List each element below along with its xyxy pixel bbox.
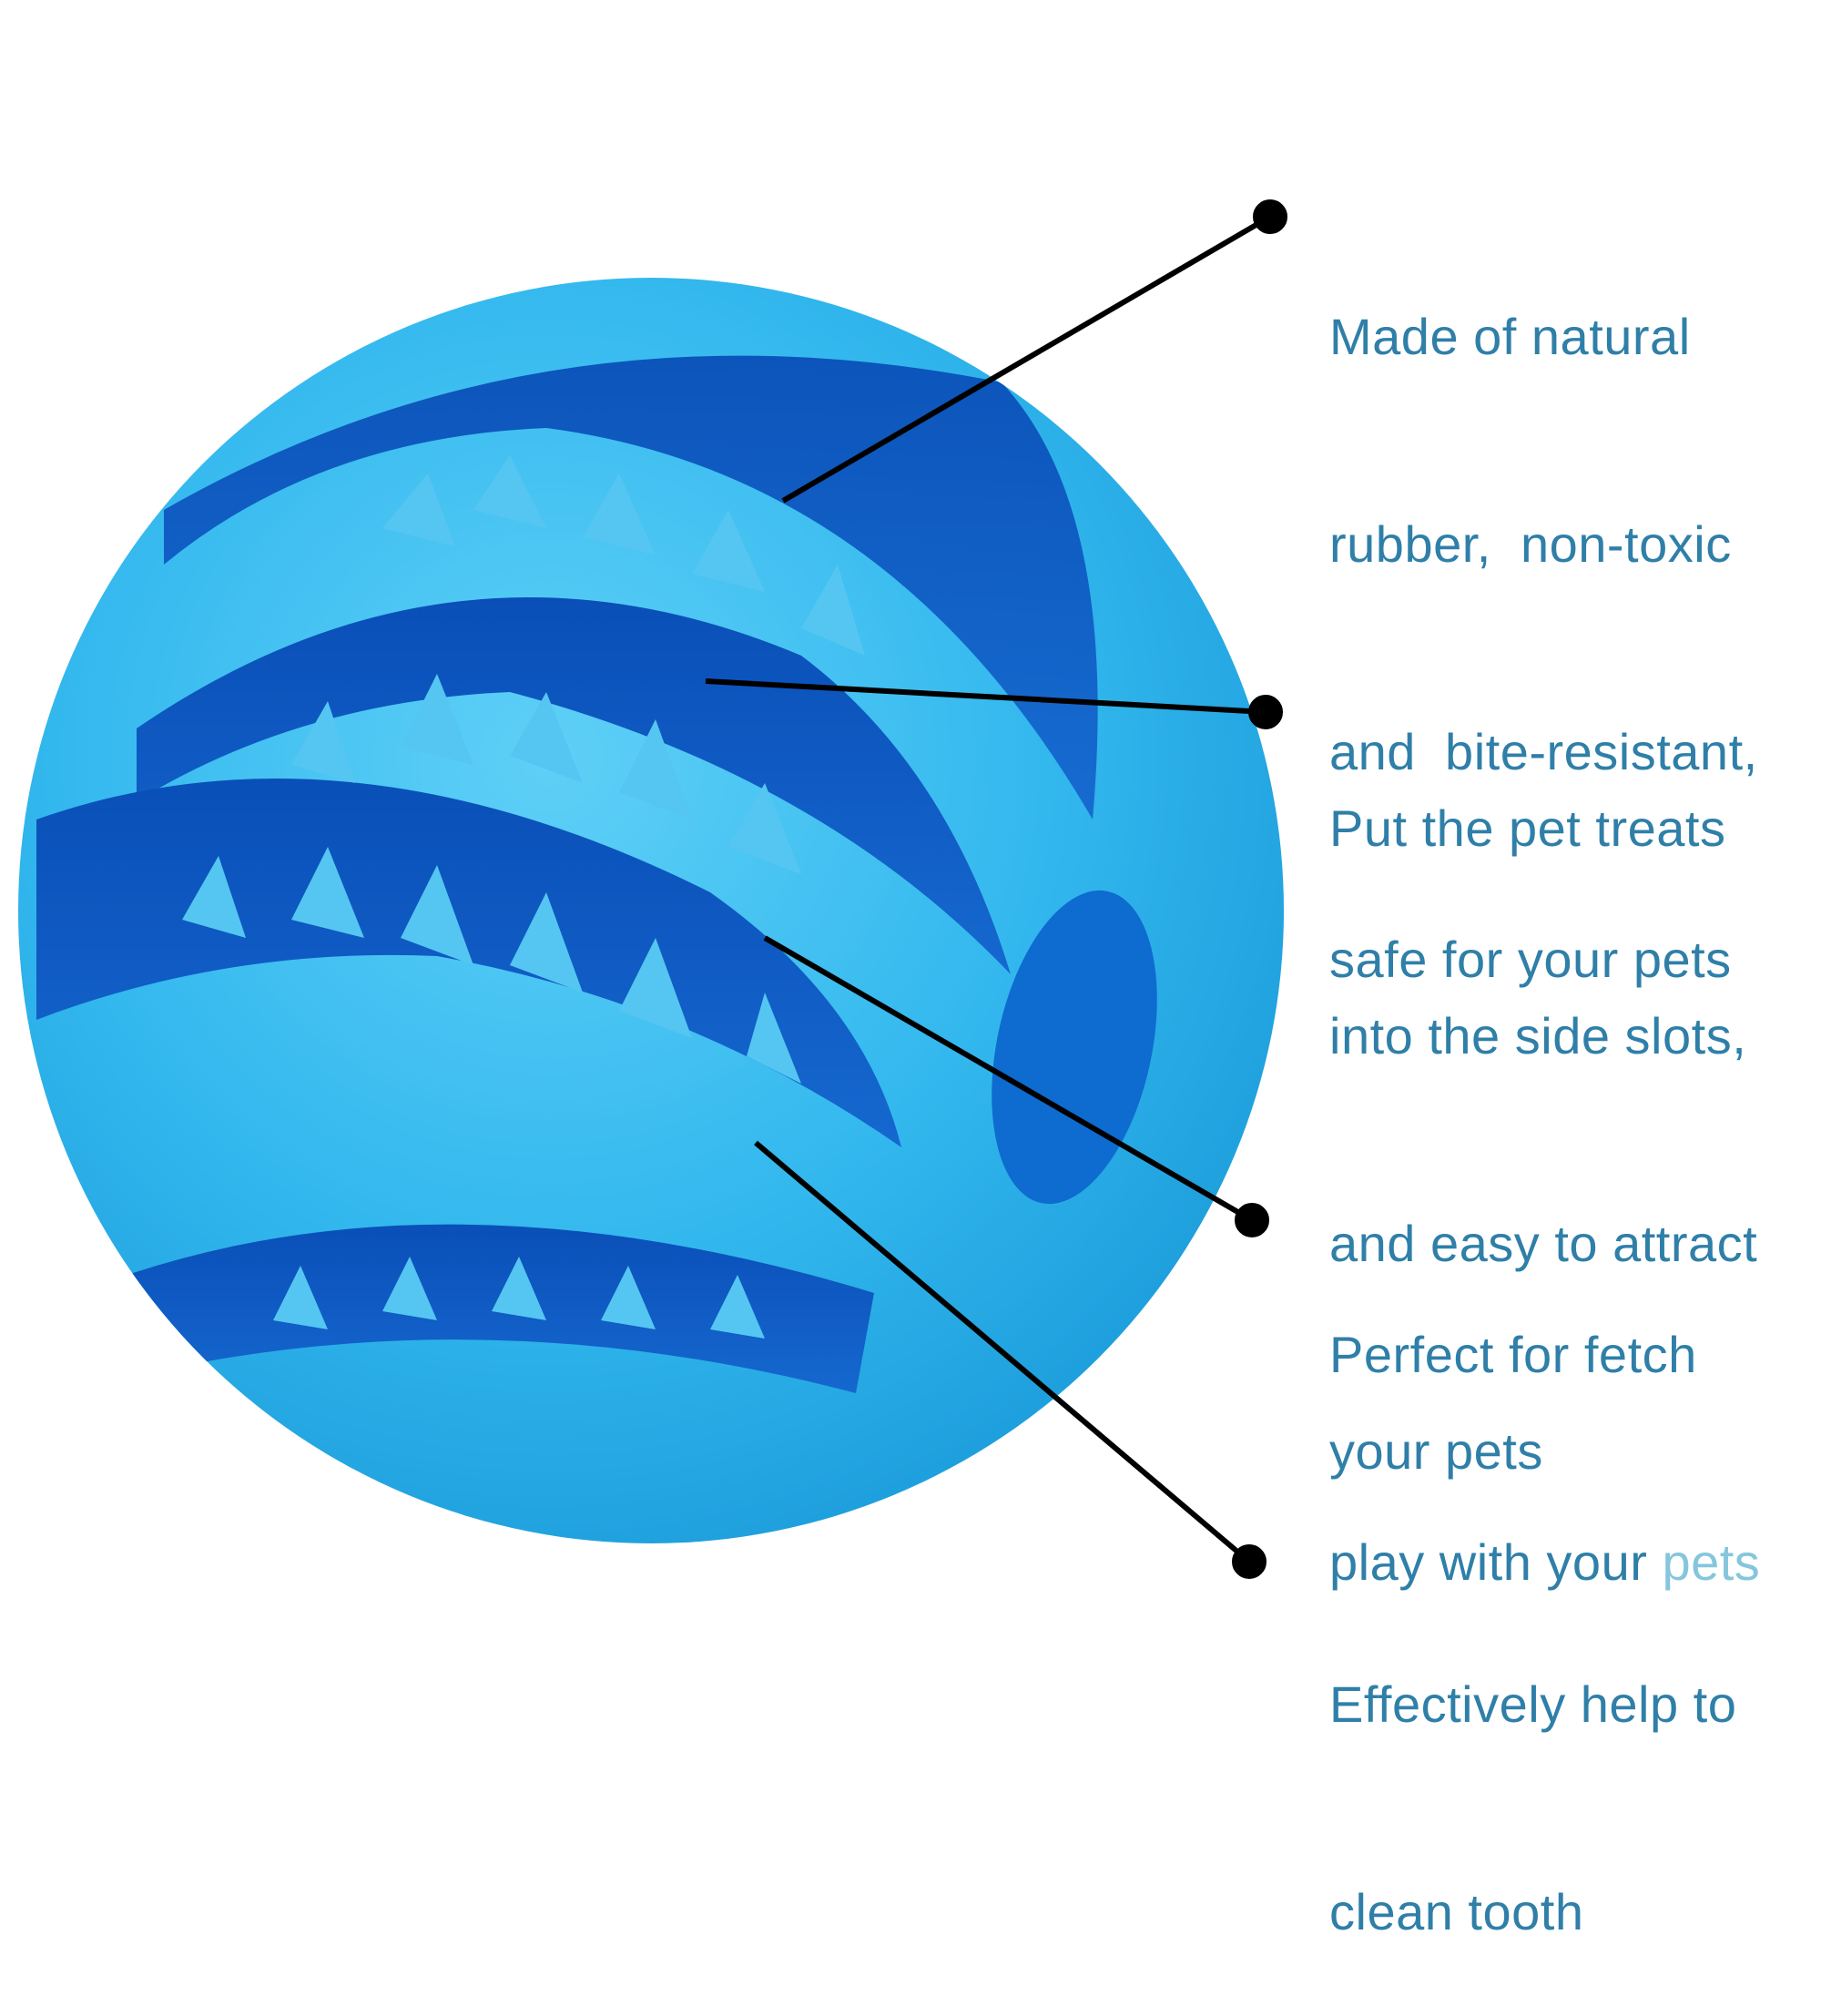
product-image <box>18 199 1287 1579</box>
callout-cleaning-line: clean tooth <box>1329 1883 1584 1940</box>
groove-upper <box>137 597 1011 974</box>
callout-fetch-line: Perfect for fetch <box>1329 1326 1697 1383</box>
callout-line-fetch <box>763 935 1254 1223</box>
callout-treats-line: and easy to attract <box>1329 1215 1758 1272</box>
callout-material-line: Made of natural <box>1329 308 1691 365</box>
callout-lines <box>705 199 1287 1579</box>
callout-line-cleaning <box>754 1140 1251 1564</box>
callout-material-line: rubber, non-toxic <box>1329 515 1732 573</box>
callout-dot-treats <box>1248 695 1283 729</box>
callout-treats-line: into the side slots, <box>1329 1007 1747 1064</box>
callout-line-treats <box>705 678 1267 715</box>
callout-fetch-text: play with your <box>1329 1533 1663 1591</box>
callout-cleaning-line: Effectively help to <box>1329 1675 1737 1733</box>
callout-fetch: Perfect for fetch play with your pets <box>1329 1182 1760 1666</box>
teeth-group <box>182 455 865 1339</box>
callout-line-material <box>781 214 1272 504</box>
callout-material-line: safe for your pets <box>1329 931 1732 988</box>
callout-fetch-line: play with your pets <box>1329 1528 1760 1597</box>
callout-treats-line: your pets <box>1329 1422 1543 1480</box>
callout-dot-cleaning <box>1232 1544 1267 1579</box>
callout-dot-material <box>1253 199 1287 234</box>
callout-treats-line: Put the pet treats <box>1329 799 1726 857</box>
groove-top <box>164 355 1098 820</box>
callout-material: Made of natural rubber, non-toxic and bi… <box>1329 164 1758 1064</box>
callout-cleaning: Effectively help to clean tooth <box>1329 1532 1736 2016</box>
treat-slot <box>992 890 1157 1205</box>
callout-fetch-faded-word: pets <box>1662 1533 1761 1591</box>
callout-treats: Put the pet treats into the side slots, … <box>1329 656 1757 1555</box>
callout-material-line: and bite-resistant, <box>1329 723 1758 780</box>
groove-lower <box>36 779 901 1147</box>
rubber-ball-illustration <box>18 278 1284 1543</box>
callout-dot-fetch <box>1235 1203 1269 1237</box>
